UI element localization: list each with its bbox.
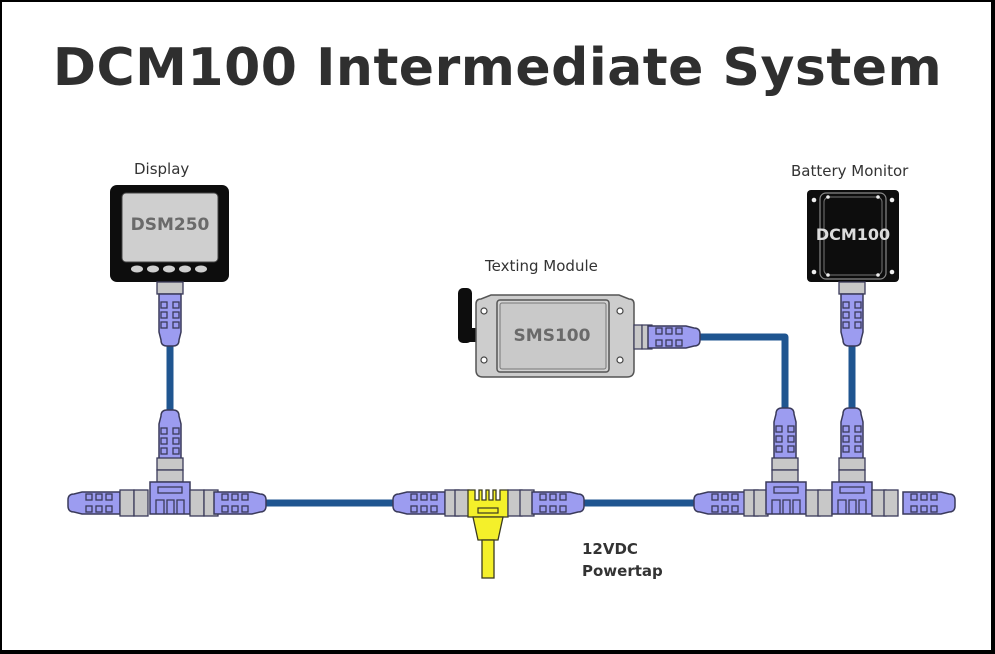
display-connector xyxy=(156,281,184,347)
powertap-voltage: 12VDC xyxy=(582,540,638,558)
battery-monitor-connector xyxy=(838,281,866,347)
battery-monitor-model-label: DCM100 xyxy=(816,225,890,244)
battery-monitor-caption: Battery Monitor xyxy=(791,162,909,180)
texting-module-connector xyxy=(633,324,701,350)
battery-monitor-device[interactable]: DCM100 xyxy=(807,190,899,282)
display-caption: Display xyxy=(134,160,190,178)
powertap-label: 12VDC Powertap xyxy=(582,538,663,582)
texting-module-model-label: SMS100 xyxy=(514,326,591,346)
display-model-label: DSM250 xyxy=(131,215,210,235)
powertap-name: Powertap xyxy=(582,562,663,580)
texting-module-device[interactable]: SMS100 xyxy=(458,288,635,378)
display-tee-connector xyxy=(67,409,267,517)
display-buttons xyxy=(131,265,207,273)
display-device[interactable]: DSM250 xyxy=(110,185,229,282)
texting-battery-tee-connectors xyxy=(693,407,956,517)
texting-module-caption: Texting Module xyxy=(485,257,598,275)
powertap-connector xyxy=(392,489,585,579)
texting-drop-cable xyxy=(695,333,789,410)
page-title: DCM100 Intermediate System xyxy=(52,38,943,98)
powertap-tee xyxy=(467,489,509,579)
